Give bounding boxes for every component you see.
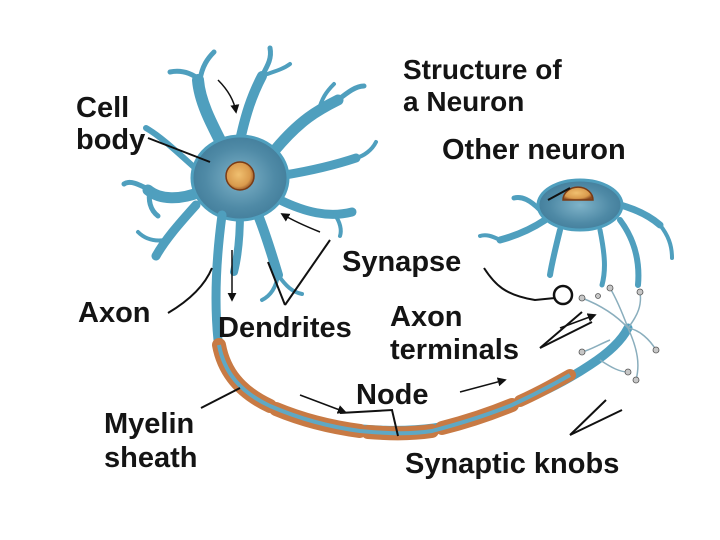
signal-arrows — [217, 79, 597, 414]
myelin-sheath-label-line-2: sheath — [104, 442, 198, 474]
other-cell-body — [536, 178, 624, 232]
other-nucleus — [562, 186, 594, 201]
node-label: Node — [356, 379, 429, 411]
other-neuron-label: Other neuron — [442, 134, 626, 166]
axon-terminals-label-line-1: Axon — [390, 301, 463, 333]
cell-body-label-line-1: Cell — [76, 92, 130, 124]
myelin-sheath-label-line-1: Myelin — [104, 408, 195, 440]
axon-terminals-label-line-2: terminals — [390, 334, 519, 366]
synaptic-knobs — [578, 284, 660, 384]
leader-lines — [147, 137, 623, 437]
title-line-1: Structure of — [403, 54, 562, 85]
synapse-label: Synapse — [342, 246, 462, 278]
title-line-2: a Neuron — [403, 86, 525, 117]
cell-body-label-line-2: body — [76, 124, 146, 156]
synapse-highlight — [552, 284, 574, 306]
axon-label: Axon — [78, 297, 151, 329]
main-neuron-dendrites — [121, 45, 378, 302]
dendrites-label: Dendrites — [218, 312, 352, 344]
main-nucleus — [225, 161, 255, 191]
synaptic-knobs-label: Synaptic knobs — [405, 448, 620, 480]
